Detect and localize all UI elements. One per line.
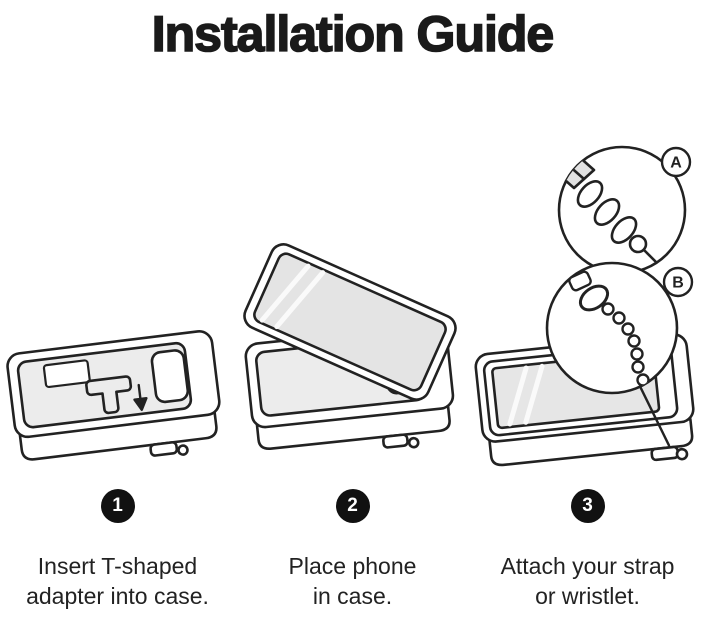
step-3-illustration: A — [474, 145, 695, 466]
screen-shine — [259, 263, 326, 329]
step-2-caption: Place phone in case. — [288, 552, 417, 609]
strap-tab — [650, 445, 680, 461]
step-1: 1 Insert T-shaped adapter into case. — [0, 132, 235, 612]
case-open — [6, 329, 221, 461]
case-label-sticker — [42, 358, 91, 388]
step-2-number: 2 — [347, 494, 358, 516]
step-3-caption: Attach your strap or wristlet. — [500, 552, 675, 609]
strap-tab — [149, 440, 179, 457]
ball-chain-wristlet-icon — [568, 270, 659, 393]
step-2-illustration — [243, 242, 457, 450]
strap-nub — [407, 436, 420, 448]
step-1-number-badge: 1 — [100, 488, 135, 523]
callout-circle-b — [545, 261, 679, 394]
t-adapter-icon — [85, 374, 133, 414]
step-1-illustration — [6, 329, 221, 461]
step-2: 2 Place phone in case. — [235, 132, 470, 612]
strap-tab — [382, 432, 409, 449]
strap-nub — [177, 443, 189, 456]
callout-label-b: B — [672, 274, 684, 291]
phone-tilted — [243, 242, 457, 401]
callout-label-b-badge: B — [662, 266, 694, 297]
case-opening — [150, 348, 190, 403]
screen-shine — [507, 363, 545, 426]
step-3-number-badge: 3 — [570, 488, 605, 523]
strap-cord — [639, 386, 671, 447]
case-side-face — [488, 417, 694, 466]
callout-label-a-badge: A — [660, 146, 692, 177]
step-1-number: 1 — [112, 494, 123, 516]
steps-row: 1 Insert T-shaped adapter into case. — [0, 132, 705, 612]
phone-screen — [253, 251, 447, 392]
page-title: Installation Guide — [151, 5, 555, 63]
strap-nub — [675, 447, 689, 460]
callout-label-a: A — [670, 154, 682, 171]
step-2-number-badge: 2 — [335, 488, 370, 523]
step-1-caption: Insert T-shaped adapter into case. — [26, 552, 209, 609]
step-3: A — [470, 132, 705, 612]
arrow-down-icon — [133, 383, 148, 411]
step-3-number: 3 — [582, 494, 593, 516]
